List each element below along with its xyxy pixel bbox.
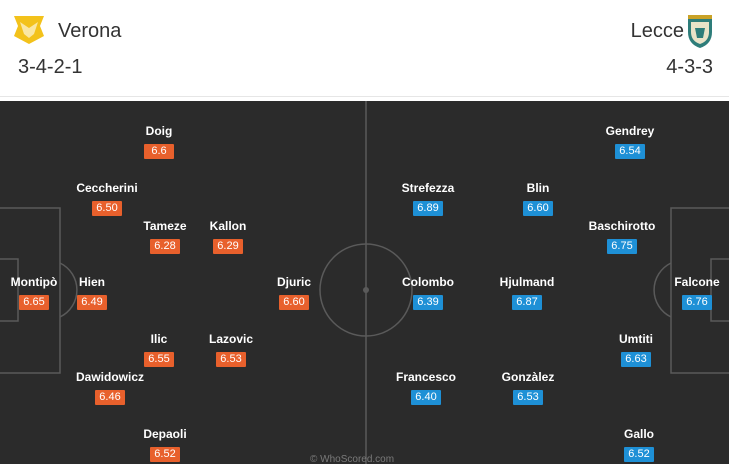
away-player[interactable]: Gallo 6.52: [594, 427, 684, 462]
away-player[interactable]: Falcone 6.76: [652, 275, 729, 310]
player-name: Gonzàlez: [501, 370, 555, 384]
away-player[interactable]: Francesco 6.40: [381, 370, 471, 405]
player-rating: 6.55: [144, 352, 174, 367]
player-name: Francesco: [395, 370, 457, 384]
away-player[interactable]: Colombo 6.39: [383, 275, 473, 310]
player-rating: 6.39: [413, 295, 443, 310]
player-name: Hjulmand: [499, 275, 555, 289]
player-name: Ilic: [150, 332, 168, 346]
player-rating: 6.28: [150, 239, 180, 254]
away-player[interactable]: Gonzàlez 6.53: [483, 370, 573, 405]
player-rating: 6.49: [77, 295, 107, 310]
player-rating: 6.52: [150, 447, 180, 462]
player-rating: 6.75: [607, 239, 637, 254]
player-rating: 6.29: [213, 239, 243, 254]
player-rating: 6.50: [92, 201, 122, 216]
home-player[interactable]: Djuric 6.60: [249, 275, 339, 310]
player-name: Blin: [526, 181, 550, 195]
home-formation: 3-4-2-1: [18, 56, 83, 78]
player-rating: 6.60: [523, 201, 553, 216]
player-name: Hien: [78, 275, 105, 289]
pitch-markings: [0, 101, 729, 464]
verona-crest-icon: [14, 16, 44, 44]
home-player[interactable]: Tameze 6.28: [120, 219, 210, 254]
match-header: Verona 3-4-2-1 Lecce 4-3-3: [0, 0, 729, 97]
home-player[interactable]: Ilic 6.55: [114, 332, 204, 367]
player-rating: 6.53: [513, 390, 543, 405]
away-player[interactable]: Strefezza 6.89: [383, 181, 473, 216]
player-name: Strefezza: [401, 181, 455, 195]
player-rating: 6.54: [615, 144, 645, 159]
player-name: Falcone: [674, 275, 720, 289]
player-name: Ceccherini: [76, 181, 138, 195]
player-name: Gallo: [623, 427, 654, 441]
away-player[interactable]: Hjulmand 6.87: [482, 275, 572, 310]
player-rating: 6.52: [624, 447, 654, 462]
home-player[interactable]: Montipò 6.65: [0, 275, 79, 310]
lecce-crest-icon: [688, 15, 712, 48]
player-rating: 6.89: [413, 201, 443, 216]
home-player[interactable]: Dawidowicz 6.46: [65, 370, 155, 405]
away-player[interactable]: Gendrey 6.54: [585, 124, 675, 159]
pitch: Montipò 6.65 Doig 6.6 Ceccherini 6.50 Hi…: [0, 101, 729, 464]
home-player[interactable]: Lazovic 6.53: [186, 332, 276, 367]
player-rating: 6.46: [95, 390, 125, 405]
home-player[interactable]: Depaoli 6.52: [120, 427, 210, 462]
player-name: Kallon: [209, 219, 247, 233]
player-name: Djuric: [276, 275, 311, 289]
player-rating: 6.40: [411, 390, 441, 405]
home-player[interactable]: Kallon 6.29: [183, 219, 273, 254]
player-rating: 6.87: [512, 295, 542, 310]
home-player[interactable]: Hien 6.49: [47, 275, 137, 310]
away-team-name[interactable]: Lecce: [630, 20, 684, 42]
home-player[interactable]: Ceccherini 6.50: [62, 181, 152, 216]
player-name: Colombo: [402, 275, 454, 289]
player-name: Lazovic: [208, 332, 253, 346]
player-name: Depaoli: [143, 427, 187, 441]
player-name: Umtiti: [619, 332, 653, 346]
player-rating: 6.53: [216, 352, 246, 367]
watermark: © WhoScored.com: [310, 454, 395, 464]
away-player[interactable]: Umtiti 6.63: [591, 332, 681, 367]
away-formation: 4-3-3: [666, 56, 713, 78]
away-player[interactable]: Blin 6.60: [493, 181, 583, 216]
player-name: Doig: [145, 124, 173, 138]
home-player[interactable]: Doig 6.6: [114, 124, 204, 159]
player-name: Montipò: [10, 275, 58, 289]
player-name: Dawidowicz: [75, 370, 144, 384]
player-name: Baschirotto: [588, 219, 656, 233]
player-name: Gendrey: [605, 124, 655, 138]
player-rating: 6.60: [279, 295, 309, 310]
away-player[interactable]: Baschirotto 6.75: [577, 219, 667, 254]
player-rating: 6.65: [19, 295, 49, 310]
player-name: Tameze: [143, 219, 187, 233]
player-rating: 6.76: [682, 295, 712, 310]
player-rating: 6.63: [621, 352, 651, 367]
player-rating: 6.6: [144, 144, 174, 159]
home-team-name[interactable]: Verona: [58, 20, 122, 42]
